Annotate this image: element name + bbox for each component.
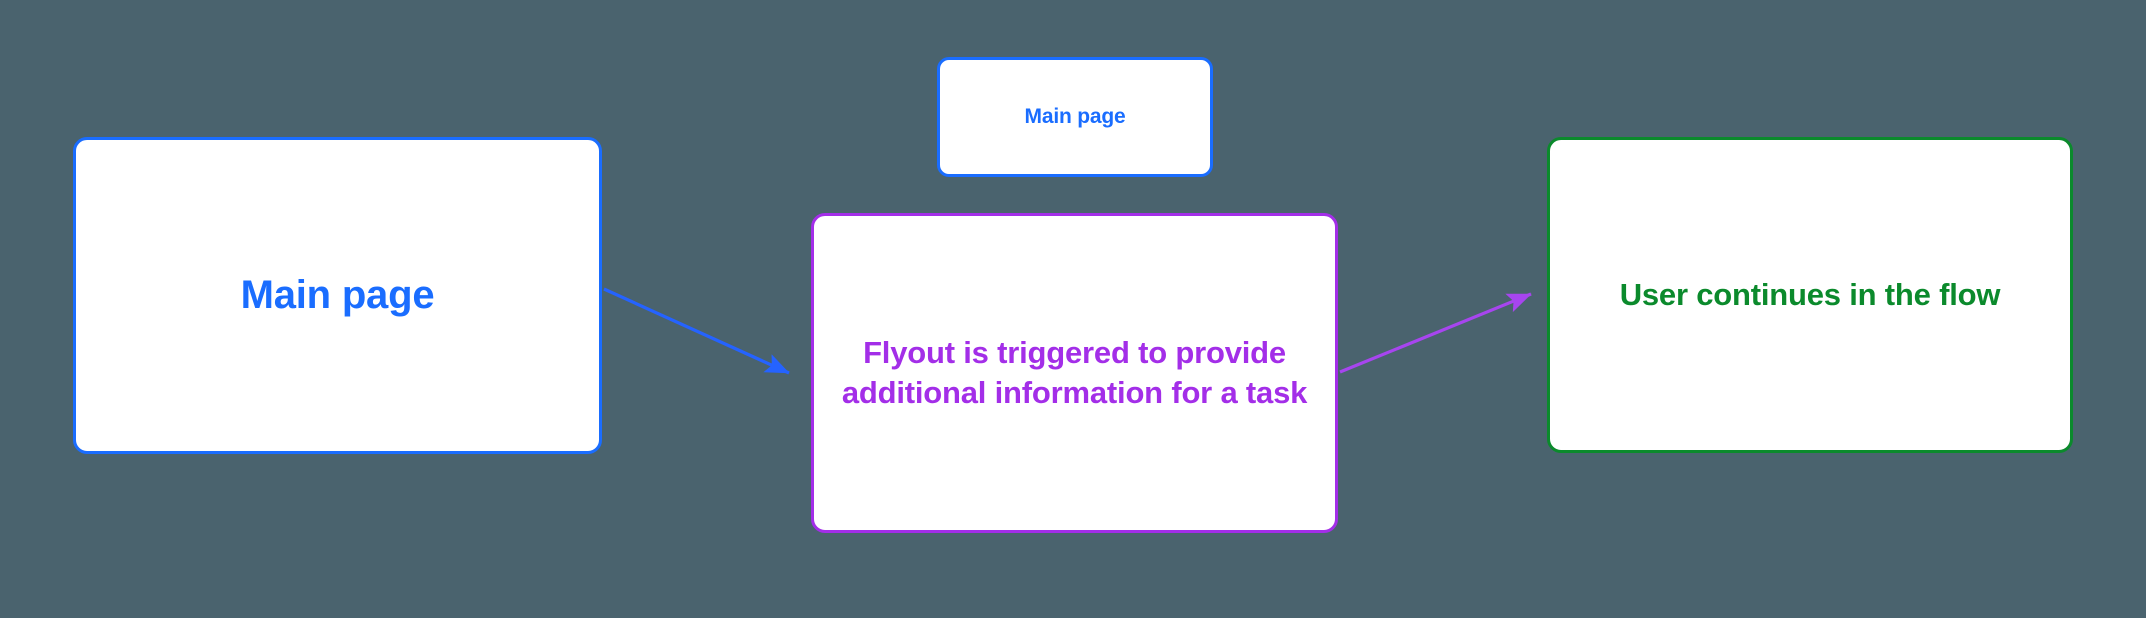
node-flyout[interactable]: Flyout is triggered to provide additiona… [811,213,1338,533]
node-main-page[interactable]: Main page [73,137,602,454]
node-user-continues-label: User continues in the flow [1619,277,2001,313]
connector-main-page-to-flyout [603,287,790,375]
node-flyout-label: Flyout is triggered to provide additiona… [841,334,1308,410]
node-main-page-small-label: Main page [1024,104,1126,128]
connector-flyout-to-user-continues [1339,292,1532,374]
node-main-page-label: Main page [240,272,435,317]
node-main-page-small[interactable]: Main page [937,57,1213,177]
node-user-continues[interactable]: User continues in the flow [1547,137,2073,453]
